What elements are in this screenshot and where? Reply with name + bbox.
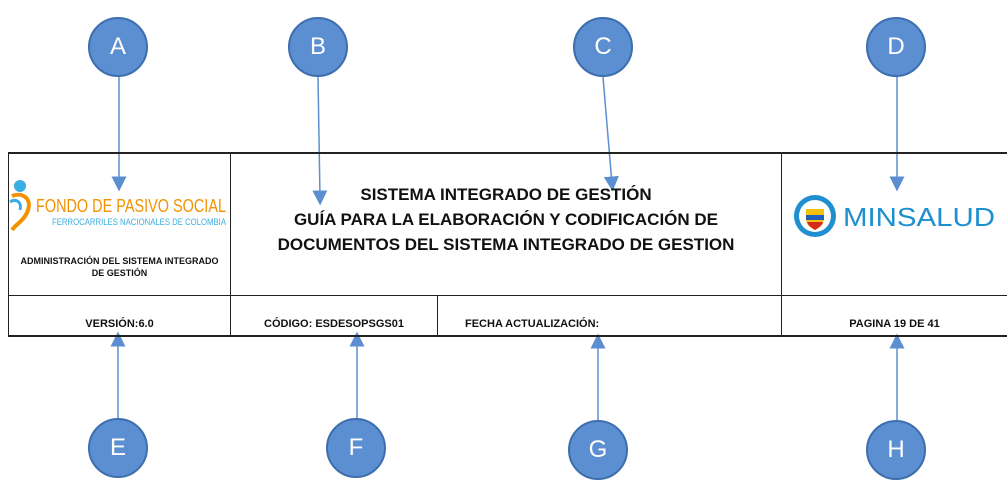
minsalud-logo: MINSALUD xyxy=(794,195,995,237)
colombia-seal-icon xyxy=(794,195,836,237)
minsalud-wordmark: MINSALUD xyxy=(843,202,995,232)
callout-d: D xyxy=(866,17,926,77)
table-bottom-border xyxy=(8,335,1007,337)
arrow-b xyxy=(312,76,328,206)
callout-f: F xyxy=(326,418,386,478)
admin-line-2: DE GESTIÓN xyxy=(91,268,148,278)
table-middle-border xyxy=(8,295,1007,296)
callout-g: G xyxy=(568,420,628,480)
fondo-logo-subtitle: FERROCARRILES NACIONALES DE COLOMBIA xyxy=(52,217,226,227)
fondo-pasivo-social-logo: FONDO DE PASIVO SOCIAL FERROCARRILES NAC… xyxy=(9,180,226,232)
fondo-logo-title: FONDO DE PASIVO SOCIAL xyxy=(36,196,226,216)
title-line-2: GUÍA PARA LA ELABORACIÓN Y CODIFICACIÓN … xyxy=(293,210,719,229)
callout-c: C xyxy=(573,17,633,77)
arrow-c xyxy=(602,76,619,192)
callout-e: E xyxy=(88,418,148,478)
title-line-3: DOCUMENTOS DEL SISTEMA INTEGRADO DE GEST… xyxy=(277,235,735,254)
pagina-label: PAGINA 19 DE 41 xyxy=(849,318,940,330)
table-col-divider-2 xyxy=(437,295,438,337)
table-col-divider-3 xyxy=(781,152,782,337)
fondo-figure-icon xyxy=(9,180,31,232)
table-top-border xyxy=(8,152,1007,154)
table-left-border xyxy=(8,152,9,337)
callout-h: H xyxy=(866,420,926,480)
admin-line-1: ADMINISTRACIÓN DEL SISTEMA INTEGRADO xyxy=(20,256,219,266)
callout-b: B xyxy=(288,17,348,77)
fecha-actualizacion-label: FECHA ACTUALIZACIÓN: xyxy=(465,318,600,330)
callout-a: A xyxy=(88,17,148,77)
version-label: VERSIÓN:6.0 xyxy=(85,318,154,330)
table-col-divider-1 xyxy=(230,152,231,337)
title-line-1: SISTEMA INTEGRADO DE GESTIÓN xyxy=(360,185,652,204)
codigo-label: CÓDIGO: ESDESOPSGS01 xyxy=(264,318,404,330)
